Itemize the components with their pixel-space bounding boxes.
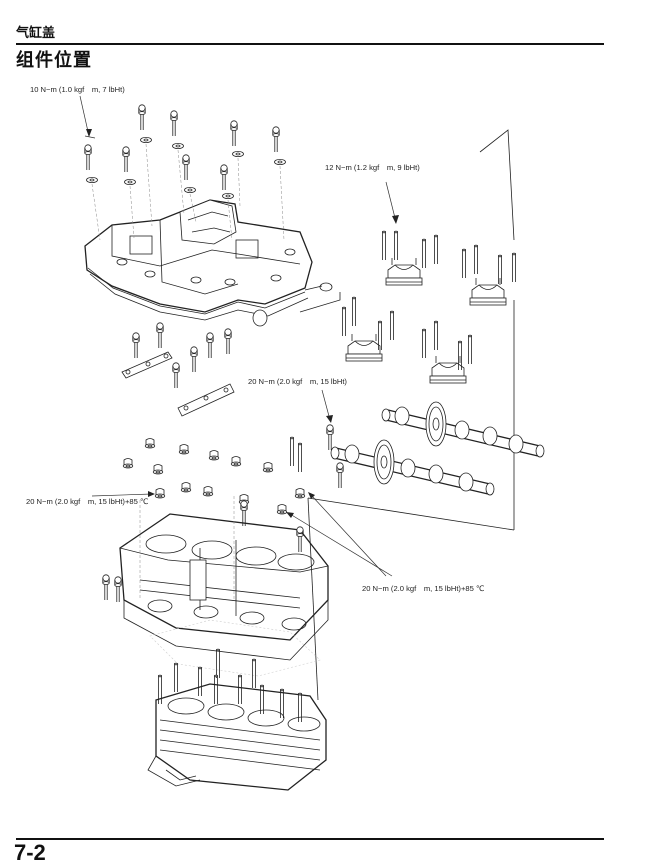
cylinder-block	[147, 662, 327, 791]
page-number: 7-2	[14, 840, 46, 865]
footer-rule	[16, 838, 604, 840]
torque-label-head-nut-left: 20 N−m (2.0 kgf m, 15 lbHt)+85 ℃	[26, 497, 149, 506]
cover-bolts	[84, 104, 286, 241]
head-nuts	[122, 436, 306, 515]
torque-label-head-nut-right: 20 N−m (2.0 kgf m, 15 lbHt)+85 ℃	[362, 584, 485, 593]
torque-label-holder-bolt: 12 N−m (1.2 kgf m, 9 lbHt)	[325, 163, 420, 172]
camshafts	[326, 401, 545, 496]
header-rule	[16, 43, 604, 45]
cylinder-head	[102, 500, 329, 661]
camshaft-holders	[341, 230, 516, 384]
chain-guide-brackets	[121, 322, 235, 417]
section-title: 组件位置	[16, 50, 92, 70]
cylinder-head-cover	[84, 199, 333, 327]
torque-label-cover-bolt: 10 N−m (1.0 kgf m, 7 lbHt)	[30, 85, 125, 94]
chapter-title: 气缸盖	[16, 25, 56, 40]
torque-label-sprocket-bolt: 20 N−m (2.0 kgf m, 15 lbHt)	[248, 377, 347, 386]
